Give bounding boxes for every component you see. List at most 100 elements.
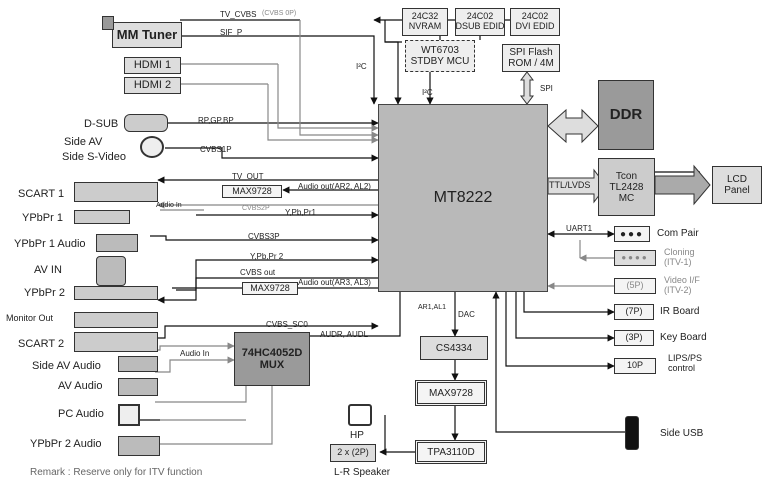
side-usb-label: Side USB (660, 428, 704, 439)
ypbpr2-audio-label: YPbPr 2 Audio (30, 438, 102, 450)
mt8222-chip: MT8222 (378, 104, 548, 292)
ypbpr2-audio-jacks-icon (118, 436, 160, 456)
com-pair-label: Com Pair (657, 228, 699, 239)
ddr-label: DDR (609, 105, 643, 123)
hp-label: HP (350, 430, 364, 441)
ttl-lvds-label: TTL/LVDS (549, 180, 591, 190)
com-pair-pins-icon: ●●● (619, 228, 645, 240)
cvbs3p-label: CVBS3P (248, 232, 280, 241)
tuner-antenna-icon (102, 16, 114, 30)
stdby-mcu-label: WT6703 STDBY MCU (410, 45, 470, 67)
y-pb-pr1-label: Y,Pb,Pr1 (285, 208, 316, 217)
lcd-panel-label: LCD Panel (724, 174, 750, 196)
pc-audio-label: PC Audio (58, 408, 104, 420)
dsub-edid-box: 24C02 DSUB EDID (455, 8, 505, 36)
pc-audio-jack-icon (118, 404, 140, 426)
ypbpr2-jacks-icon (74, 286, 158, 300)
speaker-box: 2 x (2P) (330, 444, 376, 462)
monitor-out-label: Monitor Out (6, 313, 54, 323)
lcd-panel-box: LCD Panel (712, 166, 762, 204)
tv-out-label: TV_OUT (232, 172, 264, 181)
av-audio-jacks-icon (118, 378, 158, 396)
ypbpr1-audio-jacks-icon (96, 234, 138, 252)
cs4334-box: CS4334 (420, 336, 488, 360)
max9728-b-label: MAX9728 (250, 282, 290, 293)
spi-label: SPI (540, 84, 553, 93)
max9728-c-label: MAX9728 (429, 387, 473, 399)
video-if-conn-label: (5P) (626, 280, 644, 291)
key-board-connector: (3P) (614, 330, 654, 346)
max9728-c-box: MAX9728 (415, 380, 487, 406)
tcon-label: Tcon TL2428 MC (609, 170, 644, 204)
tv-cvbs-label: TV_CVBS (220, 10, 257, 19)
scart1-connector-icon (74, 182, 158, 202)
max9728-a-box: MAX9728 (222, 185, 282, 198)
cvbs1p-label: CVBS1P (200, 145, 232, 154)
uart1-label: UART1 (566, 224, 593, 233)
dsub-edid-label: 24C02 DSUB EDID (455, 11, 505, 31)
dac-label: DAC (458, 310, 475, 319)
cloning-connector: ●●●● (614, 250, 656, 266)
sif-p-label: SIF_P (220, 28, 243, 37)
cvbs-out-label: CVBS out (240, 268, 276, 277)
cs4334-label: CS4334 (435, 342, 473, 354)
ir-board-conn-label: (7P) (625, 306, 643, 317)
dvi-edid-label: 24C02 DVI EDID (515, 11, 555, 31)
dsub-connector-icon (124, 114, 168, 132)
scart2-label: SCART 2 (18, 338, 65, 350)
y-pb-pr2-label: Y,Pb,Pr 2 (250, 252, 284, 261)
ypbpr2-label: YPbPr 2 (24, 287, 65, 299)
com-pair-connector: ●●● (614, 226, 650, 242)
audio-in-2-label: Audio In (180, 349, 210, 358)
spi-flash-box: SPI Flash ROM / 4M (502, 44, 560, 72)
lips-label: LIPS/PS control (668, 353, 703, 373)
hdmi1-box: HDMI 1 (124, 57, 181, 74)
cvbs-op-label: (CVBS 0P) (262, 10, 297, 17)
tpa3110d-box: TPA3110D (415, 440, 487, 464)
hdmi2-box: HDMI 2 (124, 77, 181, 94)
ar1-al1-label: AR1,AL1 (418, 304, 447, 311)
spi-flash-label: SPI Flash ROM / 4M (508, 47, 554, 69)
ypbpr1-jacks-icon (74, 210, 130, 224)
monitor-out-jacks-icon (74, 312, 158, 328)
stdby-mcu-box: WT6703 STDBY MCU (405, 40, 475, 72)
av-audio-label: AV Audio (58, 380, 103, 392)
cvbs2p-label: CVBS2P (242, 205, 270, 212)
hp-jack-icon (348, 404, 372, 426)
key-board-label: Key Board (660, 332, 707, 343)
scart2-connector-icon (74, 332, 158, 352)
rp-gp-bp-label: RP,GP,BP (198, 116, 234, 125)
hdmi2-label: HDMI 2 (133, 79, 172, 92)
ir-board-label: IR Board (660, 306, 700, 317)
mux-box: 74HC4052D MUX (234, 332, 310, 386)
usb-port-icon (625, 416, 639, 450)
lips-connector: 10P (614, 358, 656, 374)
lr-speaker-label: L-R Speaker (334, 467, 391, 478)
ypbpr1-label: YPbPr 1 (22, 212, 63, 224)
speaker-label: 2 x (2P) (337, 447, 369, 458)
dvi-edid-box: 24C02 DVI EDID (510, 8, 560, 36)
side-av-audio-label: Side AV Audio (32, 360, 101, 372)
side-svideo-jack-icon (140, 136, 164, 158)
audr-audl-label: AUDR, AUDL (320, 330, 369, 339)
remark-note: Remark : Reserve only for ITV function (30, 467, 203, 478)
i2c-label-b: I²C (422, 88, 433, 97)
audio-out-1-label: Audio out(AR2, AL2) (298, 182, 371, 191)
av-in-label: AV IN (34, 264, 62, 276)
ypbpr1-audio-label: YPbPr 1 Audio (14, 238, 86, 250)
ddr-box: DDR (598, 80, 654, 150)
side-av-audio-jacks-icon (118, 356, 158, 372)
side-av-label: Side AV (64, 136, 103, 148)
mt8222-label: MT8222 (433, 189, 493, 207)
audio-in-1-label: Audio In (156, 202, 182, 209)
dsub-label: D-SUB (84, 118, 119, 130)
mux-label: 74HC4052D MUX (241, 346, 303, 371)
ir-board-connector: (7P) (614, 304, 654, 320)
video-if-label: Video I/F (ITV-2) (664, 275, 700, 295)
lips-conn-label: 10P (626, 360, 643, 371)
key-board-conn-label: (3P) (625, 332, 643, 343)
mm-tuner-label: MM Tuner (116, 26, 178, 42)
av-in-jack-icon (96, 256, 126, 286)
max9728-a-label: MAX9728 (232, 185, 272, 196)
